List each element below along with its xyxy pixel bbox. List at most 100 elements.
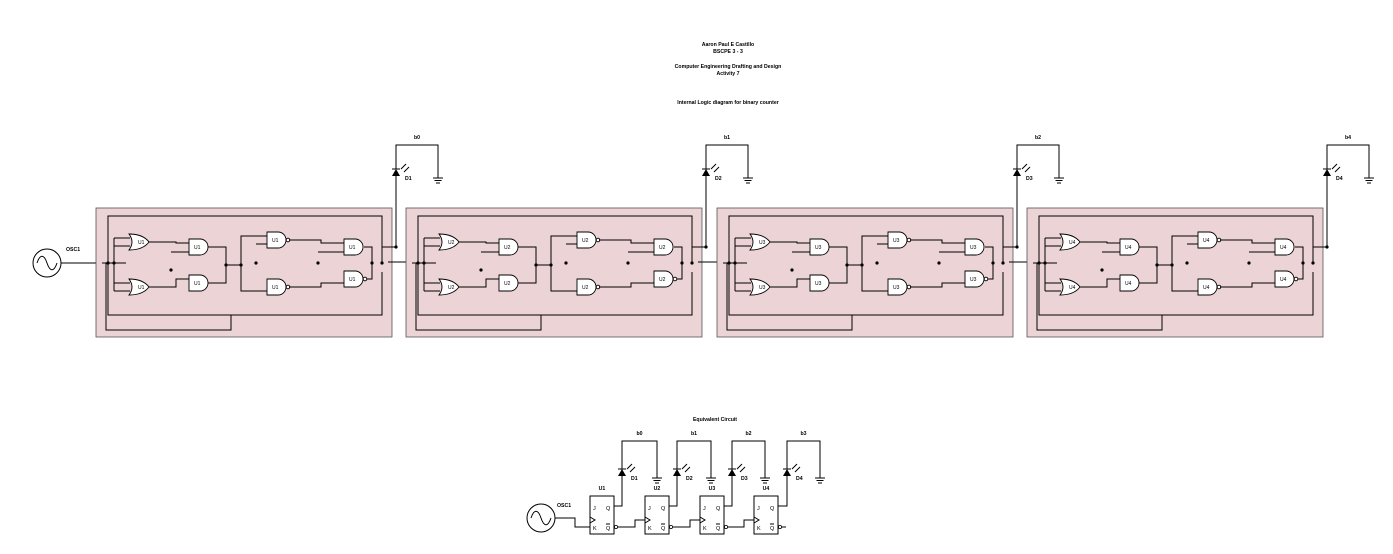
junction-dot [626, 261, 630, 265]
equivalent-oscillator-label: OSC1 [557, 503, 571, 509]
or-gate[interactable]: U1 [128, 278, 150, 296]
and-gate[interactable]: U4 [1119, 238, 1140, 256]
gate-body [576, 278, 597, 296]
nand-gate[interactable]: U2 [576, 278, 601, 296]
gate-wire [910, 282, 965, 288]
gate-wire [289, 282, 344, 288]
or-gate[interactable]: U4 [1059, 278, 1081, 296]
nand-gate[interactable]: U4 [1197, 278, 1222, 296]
gate-unit-label: U1 [272, 238, 279, 244]
bit-label: b3 [800, 431, 806, 437]
or-gate[interactable]: U2 [438, 233, 460, 251]
junction-dot [1247, 261, 1251, 265]
gate-body [653, 238, 674, 256]
junction-dot [680, 261, 684, 265]
inverter-bubble [362, 276, 368, 282]
junction-dot [394, 245, 398, 249]
nand-gate[interactable]: U3 [887, 231, 912, 249]
and-gate[interactable]: U4 [1274, 238, 1295, 256]
led-indicator[interactable] [783, 463, 801, 476]
or-gate[interactable]: U2 [438, 278, 460, 296]
ground-icon [760, 477, 770, 484]
nand-gate[interactable]: U2 [653, 270, 678, 288]
and-gate[interactable]: U1 [343, 238, 364, 256]
gate-unit-label: U1 [349, 245, 356, 251]
nand-gate[interactable]: U1 [266, 231, 291, 249]
equivalent-oscillator[interactable] [526, 503, 556, 533]
and-gate[interactable]: U1 [188, 238, 209, 256]
light-rays-icon [400, 163, 410, 173]
led-ground-wire [786, 440, 821, 478]
led-indicator[interactable] [728, 463, 746, 476]
feedback-wire-top [417, 215, 693, 263]
feedback-wire-bottom [1038, 263, 1314, 316]
led-ground-wire [1326, 144, 1370, 178]
junction-dot [991, 261, 995, 265]
nand-gate[interactable]: U1 [343, 270, 368, 288]
and-gate[interactable]: U3 [809, 238, 830, 256]
feedback-wire-top [1038, 215, 1314, 263]
or-gate[interactable]: U4 [1059, 233, 1081, 251]
ground-icon [1364, 177, 1374, 184]
led-indicator[interactable] [392, 163, 410, 176]
gate-unit-label: U3 [970, 245, 977, 251]
led-indicator[interactable] [1013, 163, 1031, 176]
and-gate[interactable]: U2 [653, 238, 674, 256]
led-indicator[interactable] [673, 463, 691, 476]
junction-dot [169, 268, 173, 272]
pin-k: K [757, 526, 761, 532]
nand-gate[interactable]: U4 [1274, 270, 1299, 288]
or-gate-body [438, 278, 460, 296]
and-gate[interactable]: U1 [188, 274, 209, 292]
pin-qbar: Q [606, 526, 611, 532]
gate-wire [415, 263, 542, 331]
gate-wire [459, 278, 499, 288]
gate-body [809, 238, 830, 256]
gate-unit-label: U1 [138, 240, 145, 246]
and-gate[interactable]: U2 [498, 238, 519, 256]
light-rays-icon [1021, 163, 1031, 173]
nand-gate[interactable]: U1 [266, 278, 291, 296]
inverter-bubble [983, 276, 989, 282]
junction-dot [380, 261, 384, 265]
nand-gate[interactable]: U2 [576, 231, 601, 249]
and-gate[interactable]: U3 [809, 274, 830, 292]
and-gate[interactable]: U3 [964, 238, 985, 256]
nand-gate[interactable]: U3 [887, 278, 912, 296]
gate-wire [149, 278, 189, 288]
led-ground-wire [705, 144, 749, 178]
gate-unit-label: U3 [970, 277, 977, 283]
output-bubble [669, 525, 674, 530]
gate-unit-label: U1 [194, 281, 201, 287]
led-diode-icon [728, 469, 736, 476]
and-gate[interactable]: U4 [1119, 274, 1140, 292]
led-ground-wire [621, 440, 658, 478]
flipflop-body [644, 495, 670, 535]
gate-wire [289, 239, 344, 244]
gate-unit-label: U4 [1203, 285, 1210, 291]
course-title: Computer Engineering Drafting and Design [675, 64, 782, 70]
bit-label: b2 [745, 431, 751, 437]
led-indicator[interactable] [618, 463, 636, 476]
and-gate[interactable]: U2 [498, 274, 519, 292]
led-indicator[interactable] [1323, 163, 1341, 176]
led-label: D1 [631, 476, 638, 482]
led-indicator[interactable] [702, 163, 720, 176]
flipflop-body [753, 495, 779, 535]
gate-body [188, 274, 209, 292]
junction-dot [875, 261, 879, 265]
pin-k: K [593, 526, 597, 532]
nand-gate[interactable]: U3 [964, 270, 989, 288]
bit-label: b0 [414, 135, 420, 141]
pin-q: Q [606, 506, 611, 512]
oscillator-osc1[interactable] [32, 248, 62, 278]
or-gate[interactable]: U1 [128, 233, 150, 251]
or-gate[interactable]: U3 [749, 278, 771, 296]
led-label: D3 [741, 476, 748, 482]
or-gate-body [438, 233, 460, 251]
or-gate[interactable]: U3 [749, 233, 771, 251]
